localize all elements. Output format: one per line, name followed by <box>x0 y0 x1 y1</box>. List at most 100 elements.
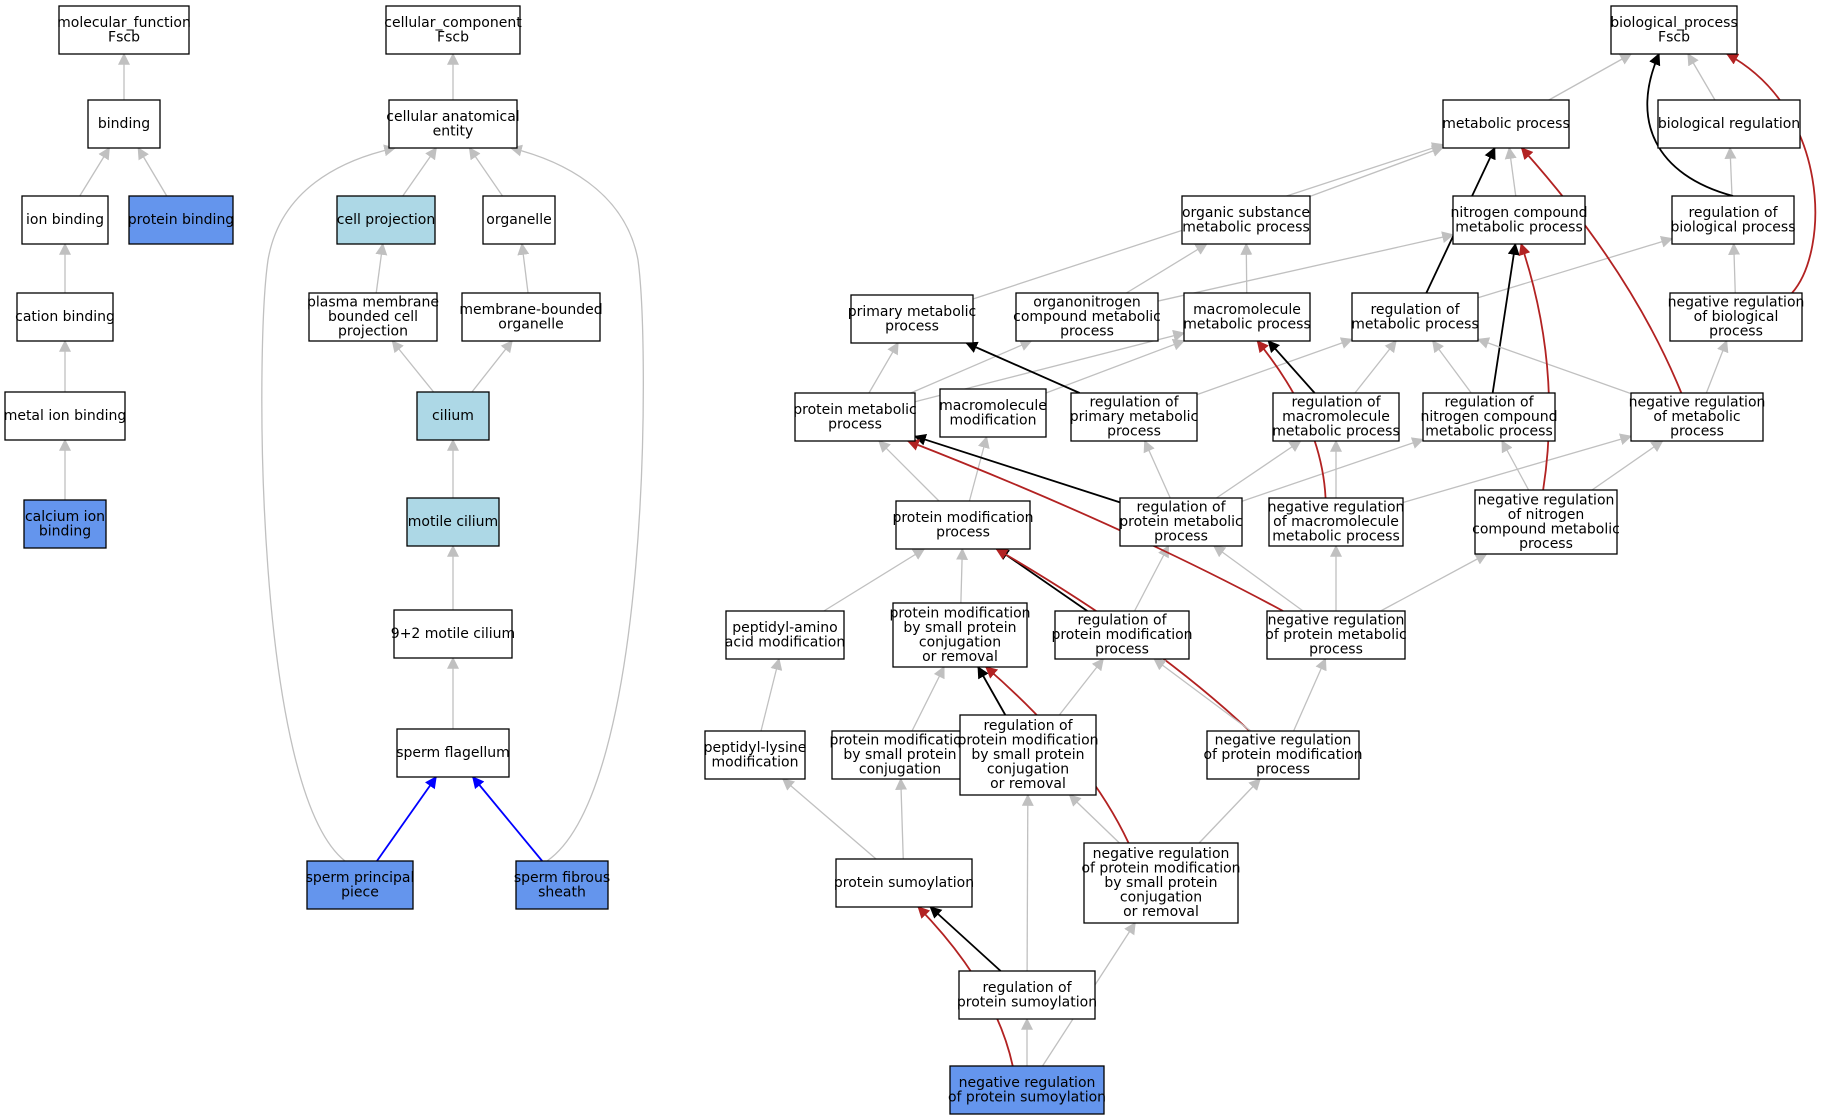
term-box[interactable] <box>892 602 1028 668</box>
term-box[interactable] <box>1669 292 1803 342</box>
term-box[interactable] <box>482 195 556 245</box>
term-box[interactable] <box>1015 292 1159 342</box>
term-box[interactable] <box>1054 610 1190 660</box>
term-box[interactable] <box>461 292 601 342</box>
term-box[interactable] <box>1422 392 1556 442</box>
term-box[interactable] <box>1351 292 1479 342</box>
term-box[interactable] <box>794 392 916 442</box>
term-box[interactable] <box>1657 99 1801 149</box>
term-box[interactable] <box>959 714 1097 796</box>
term-box[interactable] <box>128 195 234 245</box>
go-term-protein-binding[interactable]: protein binding <box>128 195 234 245</box>
term-box[interactable] <box>1266 610 1406 660</box>
term-box[interactable] <box>1183 292 1311 342</box>
term-box[interactable] <box>4 391 126 441</box>
term-box[interactable] <box>406 497 500 547</box>
go-term-mc92[interactable]: 9+2 motile cilium <box>391 609 515 659</box>
term-box[interactable] <box>515 860 609 910</box>
term-box[interactable] <box>725 610 845 660</box>
term-box[interactable] <box>388 99 518 149</box>
term-box[interactable] <box>396 728 510 778</box>
term-box[interactable] <box>895 500 1031 550</box>
go-term-cilium[interactable]: cilium <box>416 391 490 441</box>
term-box[interactable] <box>1206 730 1360 780</box>
term-box[interactable] <box>1474 489 1618 555</box>
term-box[interactable] <box>835 858 973 908</box>
go-term-organelle[interactable]: organelle <box>482 195 556 245</box>
go-term-sperm-flagellum[interactable]: sperm flagellum <box>396 728 510 778</box>
term-box[interactable] <box>1268 497 1404 547</box>
go-term-metabolic[interactable]: metabolic process <box>1442 99 1570 149</box>
term-box[interactable] <box>306 860 414 910</box>
term-box[interactable] <box>1610 5 1738 55</box>
go-term-ion-binding[interactable]: ion binding <box>21 195 109 245</box>
term-box[interactable] <box>23 499 107 549</box>
term-box[interactable] <box>1630 392 1764 442</box>
term-box[interactable] <box>850 294 974 344</box>
go-term-bio-reg[interactable]: biological regulation <box>1657 99 1801 149</box>
term-box[interactable] <box>1442 99 1570 149</box>
term-box[interactable] <box>87 99 161 149</box>
term-box[interactable] <box>939 388 1047 438</box>
term-box[interactable] <box>1181 195 1311 245</box>
term-box[interactable] <box>393 609 513 659</box>
term-box[interactable] <box>1671 195 1795 245</box>
go-term-motile-cilium[interactable]: motile cilium <box>406 497 500 547</box>
term-box[interactable] <box>58 5 190 55</box>
term-box[interactable] <box>385 5 521 55</box>
term-box[interactable] <box>336 195 436 245</box>
term-box[interactable] <box>831 730 969 780</box>
term-box[interactable] <box>704 730 806 780</box>
term-box[interactable] <box>21 195 109 245</box>
term-box[interactable] <box>16 292 114 342</box>
go-term-binding[interactable]: binding <box>87 99 161 149</box>
term-box[interactable] <box>949 1065 1105 1115</box>
go-term-ps[interactable]: protein sumoylation <box>834 858 974 908</box>
go-term-cation-binding[interactable]: cation binding <box>15 292 115 342</box>
term-box[interactable] <box>308 292 438 342</box>
term-box[interactable] <box>1452 195 1586 245</box>
term-box[interactable] <box>1272 392 1400 442</box>
term-box[interactable] <box>1119 497 1243 547</box>
go-term-metal-ion-binding[interactable]: metal ion binding <box>4 391 127 441</box>
go-term-cell-projection[interactable]: cell projection <box>336 195 436 245</box>
